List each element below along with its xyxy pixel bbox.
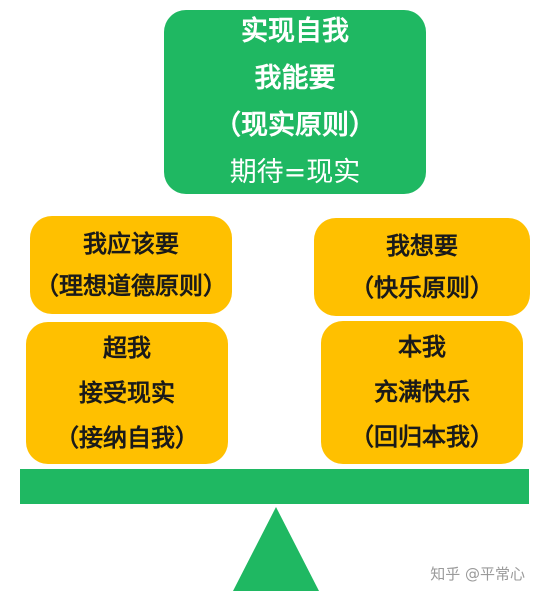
superego-box: 超我 接受现实 （接纳自我） [26, 322, 228, 464]
balance-beam [20, 469, 529, 504]
id-subtitle: 充满快乐 [374, 378, 470, 406]
superego-note: （接纳自我） [55, 423, 199, 452]
ego-equation: 期待=现实 [229, 157, 361, 188]
id-want-principle: （快乐原则） [350, 274, 494, 302]
superego-want-principle: （理想道德原则） [35, 272, 227, 300]
ego-title: 实现自我 [241, 16, 349, 47]
ego-box: 实现自我 我能要 （现实原则） 期待=现实 [164, 10, 426, 194]
ego-principle: （现实原则） [214, 110, 376, 141]
superego-title: 超我 [103, 333, 151, 362]
superego-want-title: 我应该要 [83, 230, 179, 258]
watermark: 知乎 @平常心 [430, 565, 525, 583]
id-title: 本我 [398, 333, 446, 361]
superego-subtitle: 接受现实 [79, 378, 175, 407]
id-box: 本我 充满快乐 （回归本我） [321, 321, 523, 464]
ego-subtitle: 我能要 [254, 63, 336, 94]
id-note: （回归本我） [350, 423, 494, 451]
fulcrum-triangle [233, 507, 319, 591]
id-want-title: 我想要 [386, 232, 458, 260]
id-want-box: 我想要 （快乐原则） [314, 218, 530, 316]
superego-want-box: 我应该要 （理想道德原则） [30, 216, 232, 314]
